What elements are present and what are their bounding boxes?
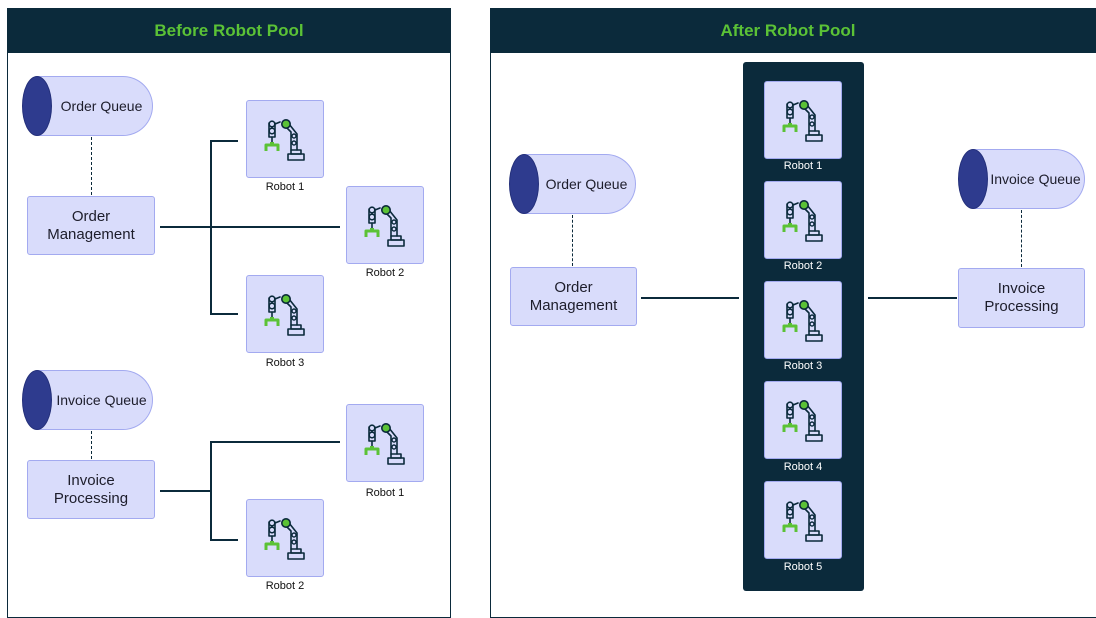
robot-arm-icon [364, 423, 405, 465]
robot-node [764, 81, 842, 159]
robot-label: Robot 2 [265, 580, 305, 592]
order-management-box: Order Management [510, 267, 637, 326]
robot-node [764, 481, 842, 559]
robot-arm-icon [782, 500, 823, 542]
robot-arm-icon [364, 205, 405, 247]
robot-node [346, 404, 424, 482]
robot-node [764, 281, 842, 359]
robot-arm-icon [264, 518, 305, 560]
robot-node [246, 499, 324, 577]
invoice-processing-box: Invoice Processing [27, 460, 155, 519]
robot-label: Robot 4 [783, 461, 823, 473]
robot-label: Robot 1 [365, 487, 405, 499]
invoice-processing-box: Invoice Processing [958, 268, 1085, 328]
robot-label: Robot 3 [783, 360, 823, 372]
order-management-box: Order Management [27, 196, 155, 255]
robot-label: Robot 5 [783, 561, 823, 573]
robot-arm-icon [782, 200, 823, 242]
queue-cap-icon [958, 149, 988, 209]
robot-label: Robot 2 [365, 267, 405, 279]
robot-arm-icon [782, 100, 823, 142]
invoice-queue-cylinder: Invoice Queue [958, 149, 1085, 209]
robot-arm-icon [264, 119, 305, 161]
robot-node [764, 181, 842, 259]
queue-cap-icon [22, 76, 52, 136]
robot-label: Robot 1 [783, 160, 823, 172]
robot-arm-icon [782, 400, 823, 442]
robot-label: Robot 2 [783, 260, 823, 272]
robot-arm-icon [264, 294, 305, 336]
robot-node [246, 275, 324, 353]
robot-node [246, 100, 324, 178]
robot-node [764, 381, 842, 459]
queue-cap-icon [22, 370, 52, 430]
after-panel-title: After Robot Pool [491, 9, 1096, 53]
robot-label: Robot 3 [265, 357, 305, 369]
robot-pool: Robot 1 Robot 2 Robot 3 [743, 62, 864, 591]
robot-label: Robot 1 [265, 181, 305, 193]
order-queue-cylinder: Order Queue [22, 76, 153, 136]
after-panel: After Robot Pool Order Queue Order Manag… [490, 8, 1096, 618]
before-panel: Before Robot Pool Order Queue Order Mana… [7, 8, 451, 618]
queue-cap-icon [509, 154, 539, 214]
robot-node [346, 186, 424, 264]
robot-arm-icon [782, 300, 823, 342]
order-queue-cylinder: Order Queue [509, 154, 636, 214]
before-panel-title: Before Robot Pool [8, 9, 450, 53]
invoice-queue-cylinder: Invoice Queue [22, 370, 153, 430]
